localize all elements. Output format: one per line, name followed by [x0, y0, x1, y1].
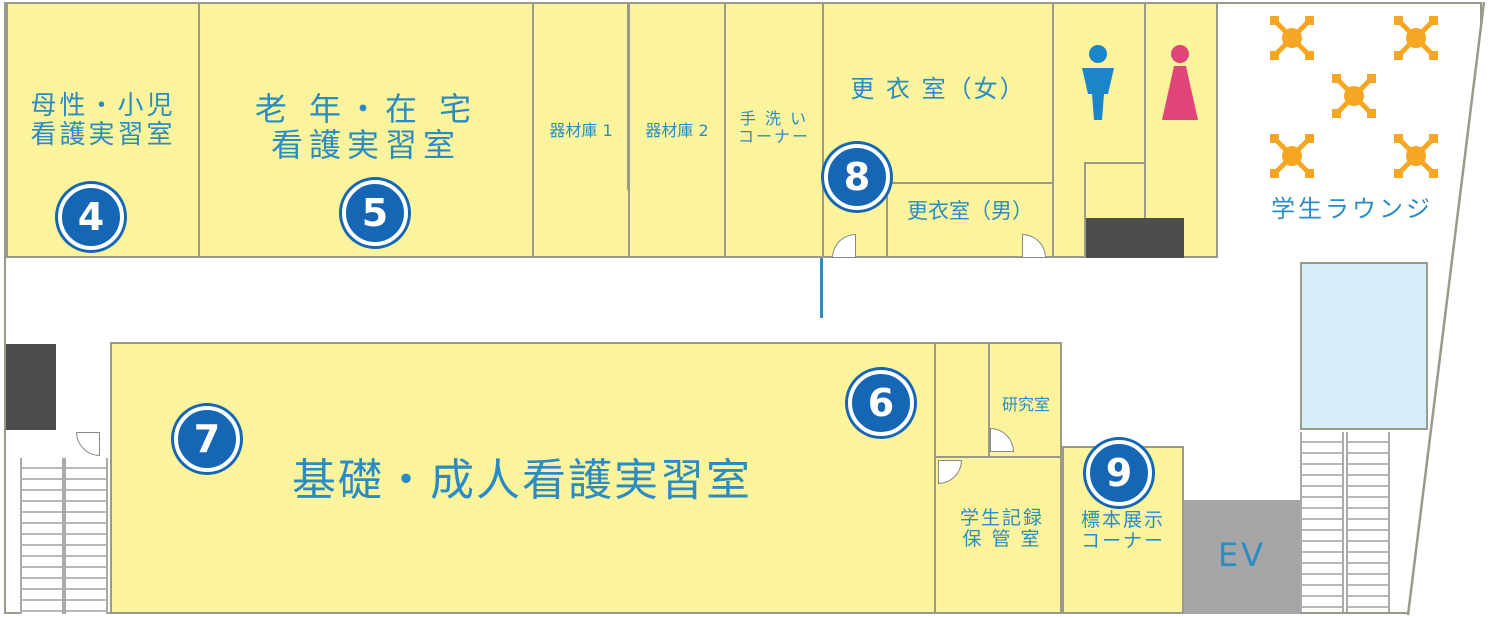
marker-4[interactable]: 4	[58, 184, 124, 250]
stairs-left	[20, 458, 64, 614]
marker-6[interactable]: 6	[848, 370, 914, 436]
room-storage-small[interactable]	[934, 342, 990, 458]
room-records[interactable]: 学生記録 保 管 室	[934, 456, 1062, 614]
room-label-specimen: 標本展示 コーナー	[1080, 509, 1165, 553]
room-label-gerontology-home: 老 年・在 宅 看護実習室	[254, 90, 478, 164]
elevator[interactable]: EV	[1184, 500, 1300, 614]
divider-wall	[627, 4, 629, 190]
female-restroom-icon	[1162, 45, 1198, 120]
lounge-table-icon	[1394, 134, 1438, 178]
marker-9[interactable]: 9	[1086, 440, 1152, 506]
restroom-counter	[1086, 218, 1184, 258]
stairs-right	[1300, 432, 1344, 612]
room-label-locker-women: 更 衣 室（女）	[850, 75, 1026, 103]
male-restroom-icon	[1082, 45, 1114, 120]
lounge-table-icon	[1332, 74, 1376, 118]
room-label-research: 研究室	[1001, 395, 1050, 414]
room-label-equipment-2: 器材庫 2	[645, 121, 709, 140]
corridor-marker	[820, 258, 823, 318]
room-label-equipment-1: 器材庫 1	[549, 121, 613, 140]
room-label-handwash: 手 洗 い コーナー	[737, 109, 810, 146]
restroom-partition	[1084, 162, 1144, 164]
room-label-locker-men: 更衣室（男）	[907, 199, 1033, 223]
lounge-table-icon	[1270, 16, 1314, 60]
restroom-partition-vertical	[1084, 162, 1086, 258]
room-handwash[interactable]: 手 洗 い コーナー	[724, 2, 824, 258]
room-label-fundamental-adult: 基礎・成人看護実習室	[292, 455, 752, 506]
room-label-maternal-pediatric: 母性・小児 看護実習室	[30, 91, 176, 151]
room-label-lounge: 学生ラウンジ	[1271, 195, 1433, 223]
restroom-men[interactable]	[1052, 2, 1146, 258]
elevator-label: EV	[1217, 536, 1267, 574]
window-area	[1300, 262, 1428, 430]
corridor	[6, 258, 1296, 342]
exterior-slanted-wall	[1406, 1, 1490, 617]
left-wall-block	[6, 344, 56, 430]
stairs-right-2	[1346, 432, 1390, 612]
marker-5[interactable]: 5	[342, 180, 408, 246]
lounge-table-icon	[1270, 134, 1314, 178]
room-label-records: 学生記録 保 管 室	[959, 507, 1044, 551]
marker-7[interactable]: 7	[174, 406, 240, 472]
stairs-left-2	[64, 458, 108, 614]
room-equipment-1[interactable]: 器材庫 1	[532, 2, 630, 258]
restroom-women[interactable]	[1144, 2, 1218, 258]
marker-8[interactable]: 8	[824, 144, 890, 210]
room-fundamental-adult[interactable]: 基礎・成人看護実習室	[110, 342, 936, 614]
room-equipment-2[interactable]: 器材庫 2	[628, 2, 726, 258]
lounge-table-icon	[1394, 16, 1438, 60]
